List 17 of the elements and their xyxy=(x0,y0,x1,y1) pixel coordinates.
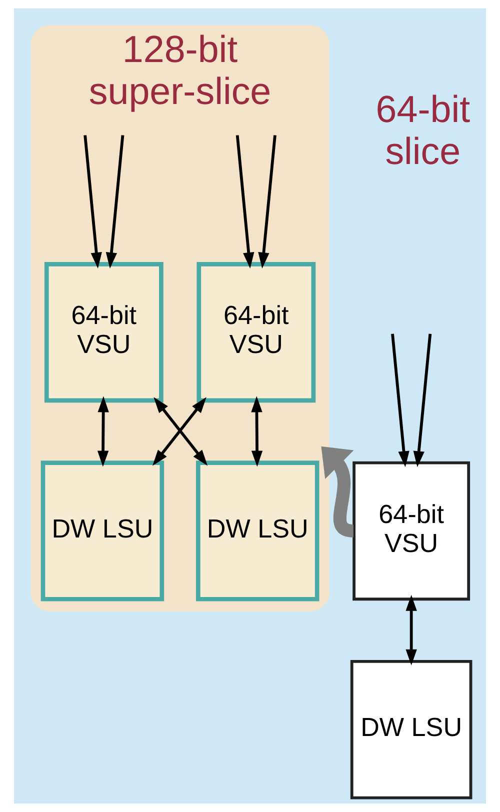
node-box: 64-bit VSU xyxy=(352,461,470,601)
arrow xyxy=(391,334,410,468)
arrow xyxy=(413,334,432,468)
arrow xyxy=(321,446,354,538)
node-box: DW LSU xyxy=(350,660,472,800)
node-box: 64-bit VSU xyxy=(196,262,316,403)
node-box: 64-bit VSU xyxy=(44,262,164,403)
arrow xyxy=(84,135,102,268)
arrow xyxy=(97,396,109,467)
arrow xyxy=(106,135,124,268)
label: 64-bit slice xyxy=(376,88,470,172)
arrow xyxy=(251,396,263,467)
arrow xyxy=(406,594,417,666)
arrow xyxy=(258,135,276,268)
node-box: DW LSU xyxy=(196,460,320,602)
arrow xyxy=(236,135,254,268)
node-box: DW LSU xyxy=(40,460,164,602)
